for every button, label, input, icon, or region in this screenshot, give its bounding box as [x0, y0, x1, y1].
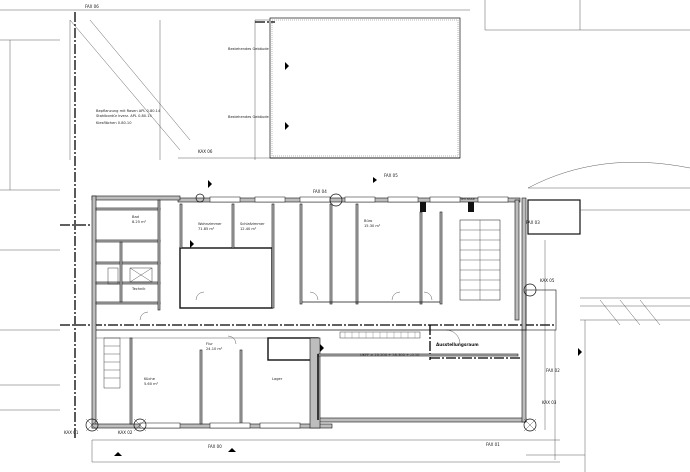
room-storage: Lager: [272, 377, 283, 381]
room-living-area: 71.85 m²: [198, 227, 215, 231]
south-windows: [139, 422, 301, 429]
note-gravel: Kiesflächen 0.80.10: [96, 121, 132, 125]
room-bath: Bad: [132, 215, 139, 219]
axis-fax06: FAX 06: [85, 4, 99, 9]
axis-kax05: KAX 05: [540, 278, 555, 283]
room-office: Büro: [364, 219, 372, 223]
axis-markers: [85, 193, 537, 432]
existing-building-upper: [269, 17, 461, 159]
site-diagonals: [69, 19, 270, 160]
room-bedroom-area: 12.40 m²: [240, 227, 257, 231]
room-technik: Technik: [131, 287, 146, 291]
section-arrows: [114, 62, 582, 456]
note-existing-2: Bestehendes Gebäude: [228, 115, 269, 119]
lower-block: [96, 329, 526, 429]
corridor-label: Ausstellungsraum: [436, 342, 479, 347]
north-windows: [209, 196, 509, 203]
grid-axes: [60, 12, 555, 440]
axis-kax06: KAX 06: [198, 149, 213, 154]
room-hall-area: 24.10 m²: [206, 347, 223, 351]
note-planting: Bepflanzung mit Rasen APL 0.80.14: [96, 109, 161, 113]
note-existing-1: Bestehendes Gebäude: [228, 47, 269, 51]
west-rooms: [95, 199, 161, 311]
room-bedroom: Schlafzimmer: [240, 222, 265, 226]
axis-fax02: FAX 02: [546, 368, 560, 373]
room-hall: Flur: [206, 342, 213, 346]
corridor-level: UKFF = 20.200 + 58.300 + -0.10: [360, 353, 420, 357]
sheet-frame: [0, 0, 690, 411]
room-office-area: 15.30 m²: [364, 224, 381, 228]
east-stair: [459, 219, 501, 301]
terrace-label: Terrasse: [459, 197, 476, 201]
axis-kax02: KAX 02: [118, 430, 133, 435]
room-living: Wohnzimmer: [198, 222, 222, 226]
axis-kax03: KAX 03: [542, 400, 557, 405]
east-site: [525, 162, 690, 472]
axis-fax03: FAX 03: [526, 220, 540, 225]
room-bath-area: 8.25 m²: [132, 220, 147, 224]
axis-fax05: FAX 05: [384, 173, 398, 178]
central-rooms: [179, 203, 443, 309]
axis-fax01: FAX 01: [486, 442, 500, 447]
room-kitchen: Küche: [144, 377, 156, 381]
axis-fax00: FAX 00: [208, 444, 222, 449]
note-steel-edge: Stahlbordür kverz. APL 0.80.15: [96, 114, 152, 118]
axis-fax04: FAX 04: [313, 189, 327, 194]
axis-kax01: KAX 01: [64, 430, 79, 435]
bottom-strip: [91, 439, 560, 463]
room-kitchen-area: 5.60 m²: [144, 382, 159, 386]
